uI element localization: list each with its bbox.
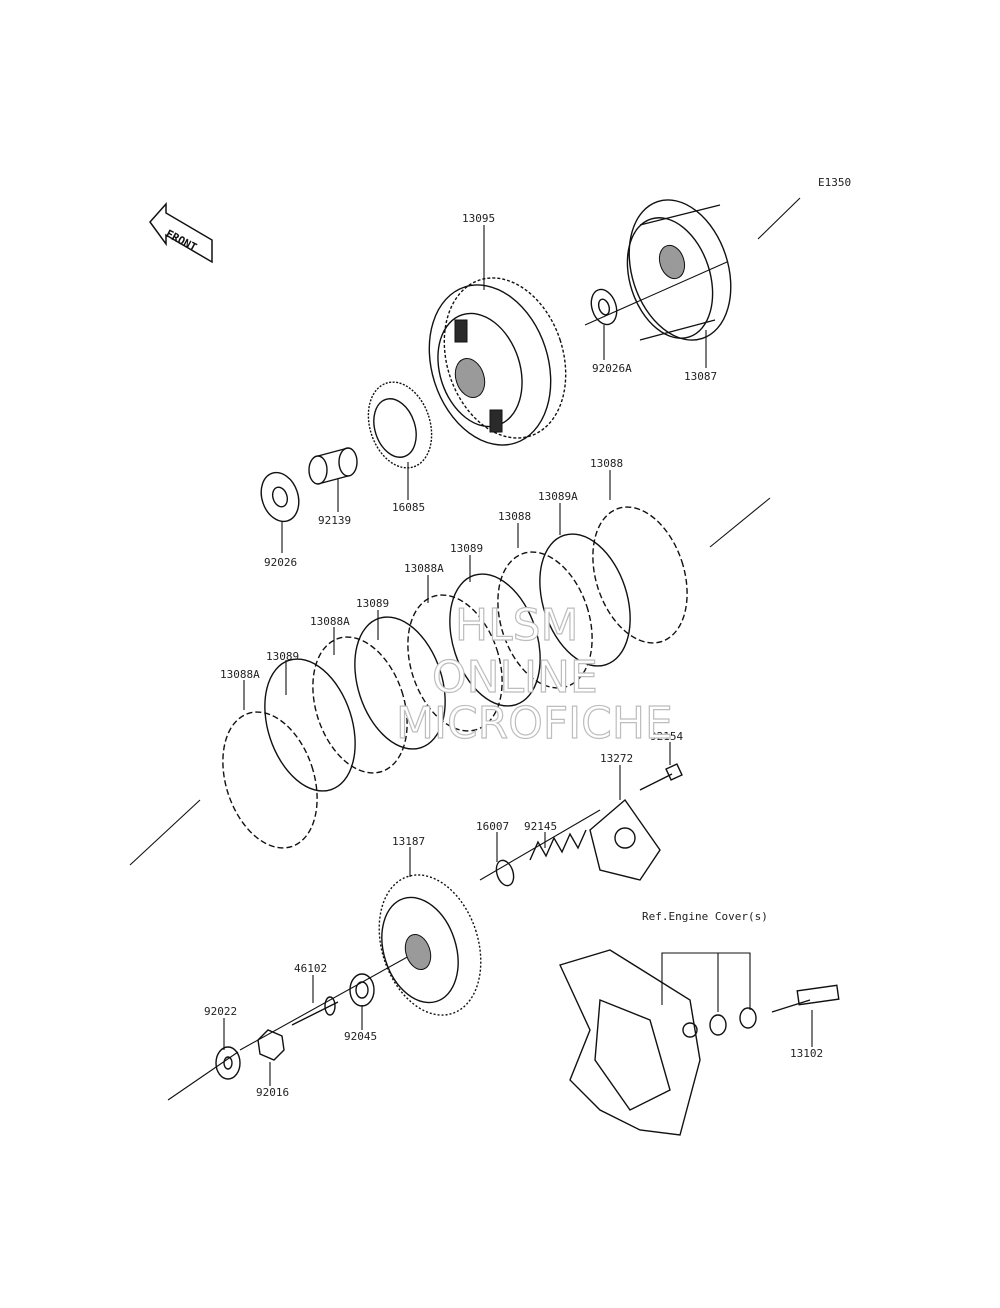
label-16085: 16085 <box>392 501 425 514</box>
part-16085-drawing <box>367 381 433 469</box>
label-13088A-c: 13088A <box>220 668 260 681</box>
axis-line-plates <box>709 497 771 548</box>
label-13187: 13187 <box>392 835 425 848</box>
seal-drawing-1 <box>709 1014 727 1036</box>
part-92026-drawing <box>260 471 300 523</box>
part-92045-drawing <box>349 973 375 1007</box>
label-92022: 92022 <box>204 1005 237 1018</box>
label-92145: 92145 <box>524 820 557 833</box>
label-92139: 92139 <box>318 514 351 527</box>
label-92016: 92016 <box>256 1086 289 1099</box>
watermark-line-2: ONLINE <box>432 652 598 703</box>
label-13102: 13102 <box>790 1047 823 1060</box>
label-16007: 16007 <box>476 820 509 833</box>
seal-drawing-2 <box>739 1007 757 1029</box>
label-13089-a: 13089 <box>450 542 483 555</box>
axis-line-cover <box>584 261 728 326</box>
label-13088-mid: 13088 <box>498 510 531 523</box>
axis-line-hub <box>239 949 421 1051</box>
part-13187-drawing <box>378 874 482 1016</box>
part-92022-drawing <box>215 1046 241 1080</box>
label-13089-b: 13089 <box>356 597 389 610</box>
watermark-line-1: HLSM <box>455 600 579 651</box>
label-13088A-a: 13088A <box>404 562 444 575</box>
axis-line-top <box>757 197 801 240</box>
leader-lines <box>223 225 813 1086</box>
part-labels: 13095 92026A 13087 16085 92139 92026 130… <box>204 212 823 1099</box>
label-13272: 13272 <box>600 752 633 765</box>
part-16007-drawing <box>495 859 515 887</box>
part-46102-drawing <box>291 996 339 1026</box>
label-ref-engine-cover: Ref.Engine Cover(s) <box>642 910 768 923</box>
label-13087: 13087 <box>684 370 717 383</box>
part-13087-drawing <box>626 199 732 341</box>
label-13095: 13095 <box>462 212 495 225</box>
label-13089-c: 13089 <box>266 650 299 663</box>
label-13089A: 13089A <box>538 490 578 503</box>
clutch-plate-stack <box>222 506 688 849</box>
part-13095-drawing <box>428 277 567 446</box>
label-46102: 46102 <box>294 962 327 975</box>
axis-line-bottom <box>167 1051 239 1101</box>
label-13088-top: 13088 <box>590 457 623 470</box>
part-92154-drawing <box>639 763 683 791</box>
label-13088A-b: 13088A <box>310 615 350 628</box>
watermark-line-3: MICROFICHE <box>396 698 673 749</box>
front-arrow-icon: FRONT <box>149 202 213 264</box>
watermark: HLSM ONLINE MICROFICHE <box>395 599 673 749</box>
part-13102-drawing <box>771 984 840 1013</box>
part-13272-drawing <box>589 798 661 881</box>
label-92045: 92045 <box>344 1030 377 1043</box>
axis-line-plates-lower <box>129 799 201 866</box>
part-92145-drawing <box>529 829 587 861</box>
label-92154: 92154 <box>650 730 683 743</box>
diagram-code: E1350 <box>818 176 851 189</box>
part-92016-drawing <box>257 1029 285 1061</box>
part-92139-drawing <box>308 447 358 485</box>
ref-bracket <box>661 952 751 1012</box>
label-92026A: 92026A <box>592 362 632 375</box>
part-92026A-drawing <box>590 288 618 326</box>
engine-cover-drawing <box>559 949 701 1136</box>
label-92026: 92026 <box>264 556 297 569</box>
